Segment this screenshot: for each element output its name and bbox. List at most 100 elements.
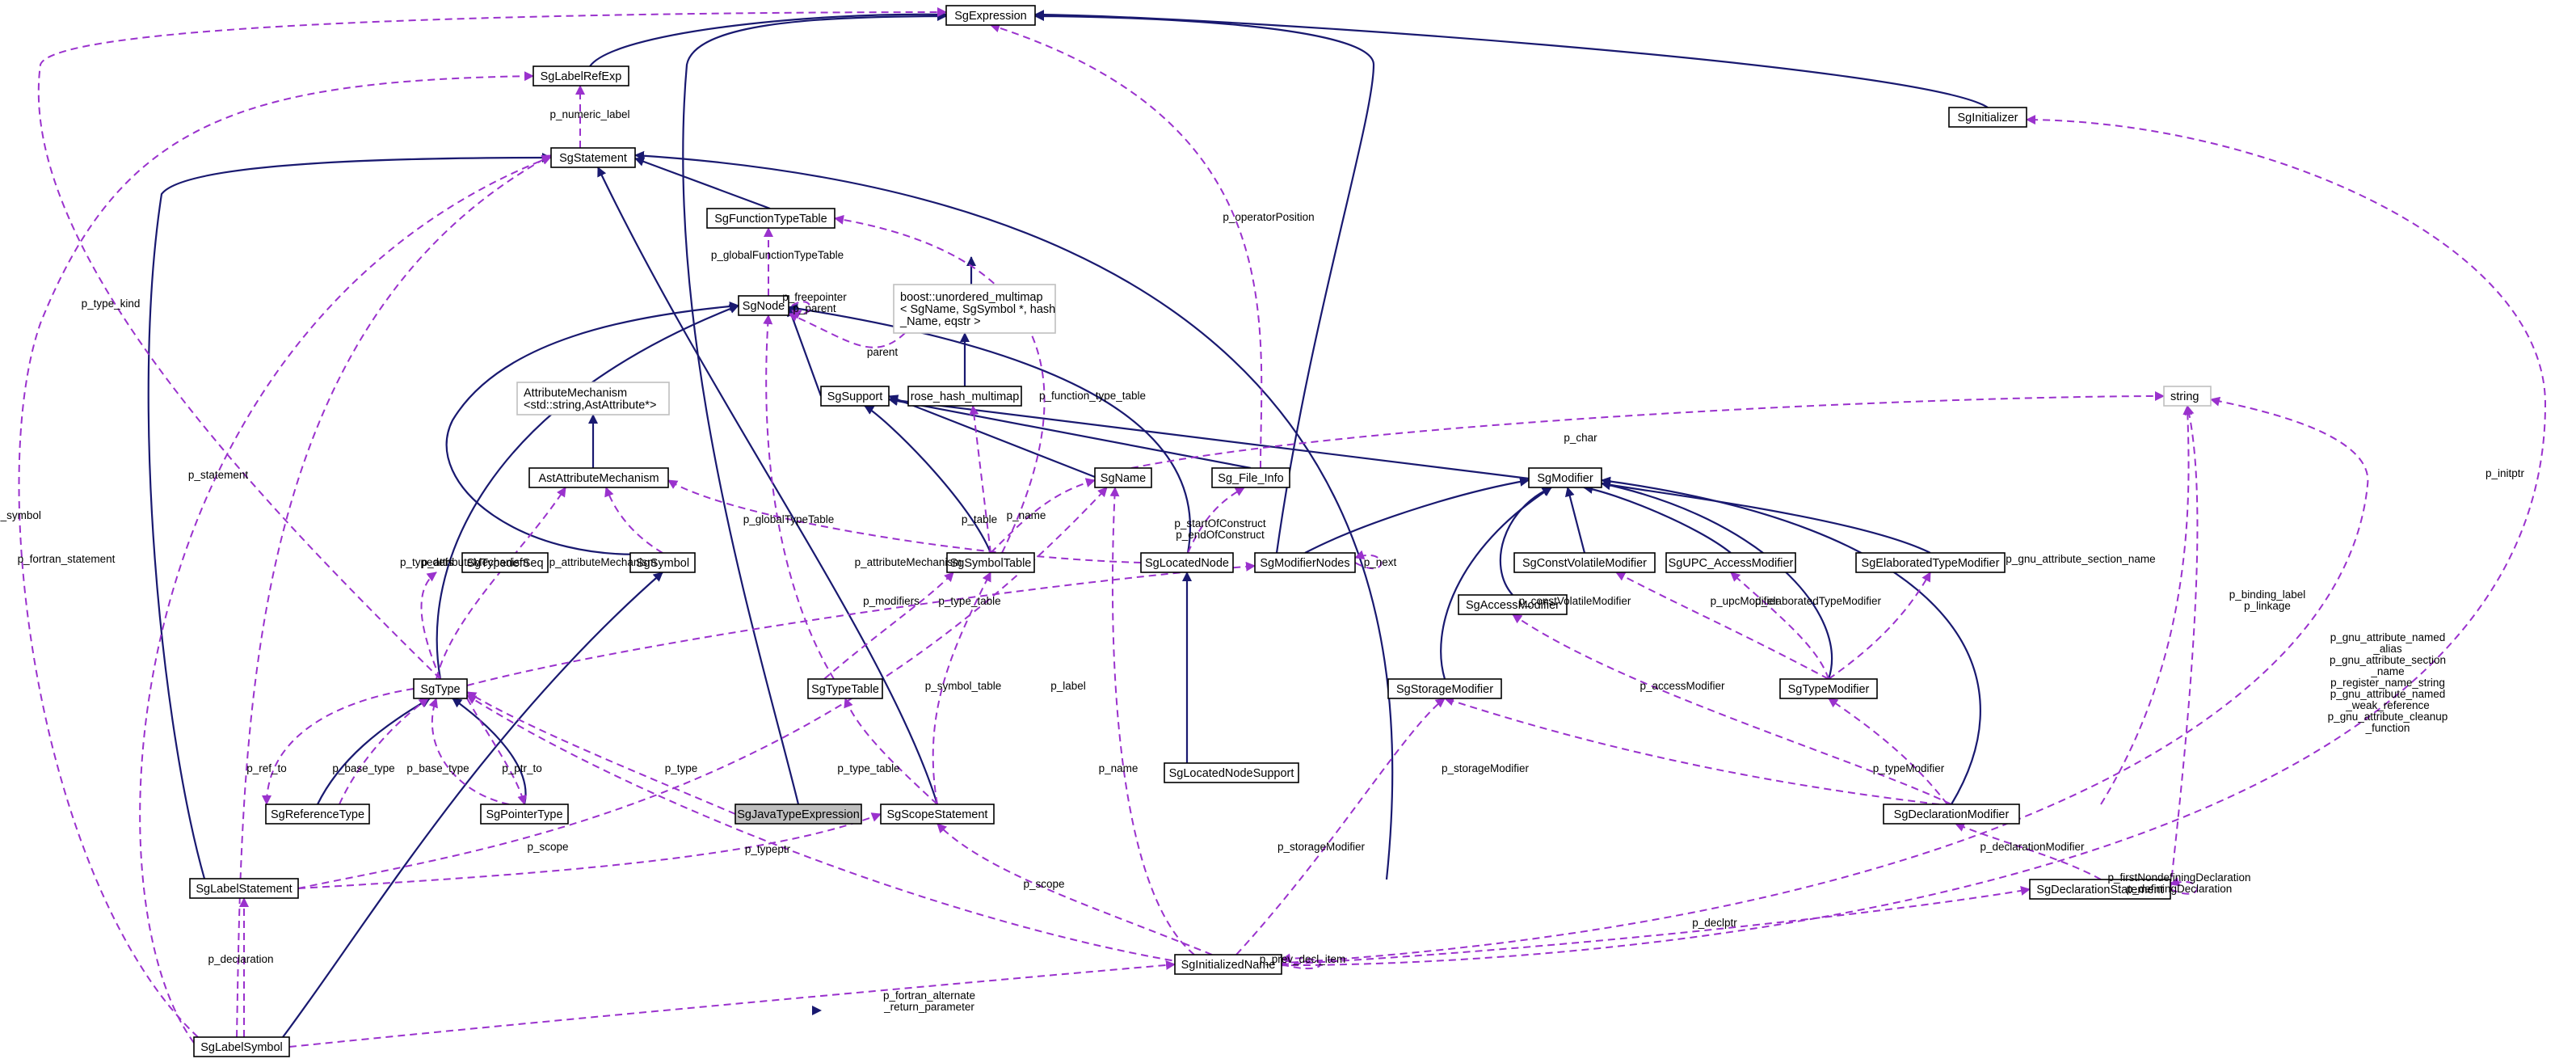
- edge-label-p-constvolatilemodifier: p_constVolatileModifier: [1519, 595, 1631, 607]
- node-box: [907, 386, 1022, 407]
- node-box: [1254, 552, 1356, 573]
- edge-label-p-fortran-statement: p_fortran_statement: [18, 553, 116, 565]
- node-label: SgSymbolTable: [950, 557, 1032, 570]
- class-node-sgtype[interactable]: SgType: [413, 678, 468, 699]
- class-node-sglabelsymbol[interactable]: SgLabelSymbol: [193, 1036, 290, 1057]
- edge-label-p-char: p_char: [1564, 432, 1597, 444]
- edge-label-p-declaration: p_declaration: [208, 953, 273, 965]
- node-label: SgFunctionTypeTable: [714, 213, 827, 226]
- class-node-sg-file-info[interactable]: Sg_File_Info: [1211, 467, 1290, 488]
- class-node-sgtypetable[interactable]: SgTypeTable: [807, 678, 883, 699]
- usage-edge-44: [969, 405, 991, 554]
- class-node-sgdeclarationmodifier[interactable]: SgDeclarationModifier: [1883, 804, 2020, 825]
- class-node-attributemechanism[interactable]: AttributeMechanism<std::string,AstAttrib…: [516, 382, 670, 415]
- node-box: [532, 65, 629, 86]
- class-node-sgstoragemodifier[interactable]: SgStorageModifier: [1387, 678, 1502, 699]
- node-label: SgReferenceType: [271, 808, 364, 821]
- inheritance-edge-8: [888, 394, 1096, 479]
- node-box: [516, 382, 670, 415]
- class-node-sgaccessmodifier[interactable]: SgAccessModifier: [1458, 594, 1568, 615]
- class-node-sgdeclarationstatement[interactable]: SgDeclarationStatement: [2029, 879, 2171, 900]
- usage-edge-75: [1444, 696, 1940, 805]
- class-node-sglocatednode[interactable]: SgLocatedNode: [1140, 552, 1234, 573]
- inheritance-edge-22: [436, 304, 739, 680]
- class-node-sginitializedname[interactable]: SgInitializedName: [1174, 954, 1282, 975]
- node-label: SgInitializedName: [1181, 959, 1276, 972]
- class-node-sglabelrefexp[interactable]: SgLabelRefExp: [532, 65, 629, 86]
- usage-edge-63: [1512, 614, 1952, 805]
- class-node-sglocatednodesupport[interactable]: SgLocatedNodeSupport: [1164, 762, 1299, 783]
- class-node-rose-hash-multimap[interactable]: rose_hash_multimap: [907, 386, 1022, 407]
- class-node-sgsymbol[interactable]: SgSymbol: [629, 552, 696, 573]
- node-box: [820, 386, 890, 407]
- node-label: SgAccessModifier: [1466, 599, 1559, 612]
- class-node-sgmodifier[interactable]: SgModifier: [1528, 467, 1602, 488]
- usage-edge-71: [1235, 698, 1446, 955]
- inheritance-edge-29: [282, 572, 663, 1038]
- inheritance-edge-14: [1304, 476, 1530, 554]
- edge-label-p-attributemechanism-3: p_attributeMechanism: [549, 556, 657, 568]
- class-node-sgjavatypeexpression[interactable]: SgJavaTypeExpression: [734, 804, 862, 825]
- node-label: SgTypedefSeq: [466, 557, 543, 570]
- node-box: [1513, 552, 1656, 573]
- class-node-sgtypemodifier[interactable]: SgTypeModifier: [1779, 678, 1878, 699]
- class-node-boost-multimap[interactable]: boost::unordered_multimap< SgName, SgSym…: [893, 284, 1056, 334]
- class-node-sglabelstatement[interactable]: SgLabelStatement: [189, 878, 299, 899]
- edge-label-p-modifiers: p_modifiers: [863, 595, 920, 607]
- node-box: [1883, 804, 2020, 825]
- edge-label-p-ptr-to: p_ptr_to: [502, 762, 542, 774]
- node-box: [1094, 467, 1152, 488]
- edge-label-p-attributemechanism-2: p_attributeMechanism: [422, 556, 529, 568]
- node-box: [629, 552, 696, 573]
- node-label: SgDeclarationModifier: [1894, 808, 2010, 821]
- edge-label-p-operatorposition: p_operatorPosition: [1223, 211, 1314, 223]
- class-node-sgreferencetype[interactable]: SgReferenceType: [265, 804, 370, 825]
- node-box: [1211, 467, 1290, 488]
- class-node-sgelaboratedtypemodifier[interactable]: SgElaboratedTypeModifier: [1855, 552, 2006, 573]
- class-node-sgstatement[interactable]: SgStatement: [550, 147, 636, 168]
- node-label: SgDeclarationStatement: [2036, 884, 2163, 896]
- edge-label-p-name-sym: p_name: [1007, 509, 1046, 521]
- node-label: SgName: [1101, 472, 1146, 485]
- usage-edge-55: [823, 572, 954, 680]
- node-label: SgType: [420, 683, 460, 696]
- node-label: SgElaboratedTypeModifier: [1862, 557, 2000, 570]
- inheritance-edge-30: [1034, 11, 1375, 554]
- node-label: SgLocatedNode: [1145, 557, 1229, 570]
- node-label: string: [2170, 390, 2199, 403]
- node-box: [1528, 467, 1602, 488]
- class-node-sgname[interactable]: SgName: [1094, 467, 1152, 488]
- class-node-sgsupport[interactable]: SgSupport: [820, 386, 890, 407]
- class-node-sgtypedefseq[interactable]: SgTypedefSeq: [461, 552, 549, 573]
- inheritance-edge-11: [864, 405, 992, 554]
- inheritance-edge-4: [787, 306, 823, 397]
- node-box: [413, 678, 468, 699]
- edge-label-p-name-init: p_name: [1099, 762, 1139, 774]
- inheritance-edge-27: [597, 167, 939, 805]
- class-node-sgnode[interactable]: SgNode: [738, 295, 789, 316]
- node-label: rose_hash_multimap: [911, 390, 1020, 403]
- class-node-string[interactable]: string: [2163, 386, 2212, 407]
- edge-label-p-declarationmodifier: p_declarationModifier: [1980, 841, 2085, 853]
- class-node-sgsymboltable[interactable]: SgSymbolTable: [946, 552, 1035, 573]
- class-node-sgfunctiontypetable[interactable]: SgFunctionTypeTable: [706, 208, 836, 229]
- node-box: [193, 1036, 290, 1057]
- edge-label-p-attributemechanism-1: p_attributeMechanism: [855, 556, 962, 568]
- class-node-sginitializer[interactable]: SgInitializer: [1948, 107, 2027, 128]
- node-label: AstAttributeMechanism: [538, 472, 659, 485]
- class-node-sgexpression[interactable]: SgExpression: [945, 5, 1036, 26]
- class-node-astattributemechanism[interactable]: AstAttributeMechanism: [528, 467, 669, 488]
- node-box: [461, 552, 549, 573]
- usage-edge-82: [288, 960, 1176, 1048]
- class-node-sgmodifiernodes[interactable]: SgModifierNodes: [1254, 552, 1356, 573]
- class-node-sgconstvolatilemodifier[interactable]: SgConstVolatileModifier: [1513, 552, 1656, 573]
- edge-label-p-initptr: p_initptr: [2486, 467, 2525, 479]
- class-node-sgscopestatement[interactable]: SgScopeStatement: [880, 804, 995, 825]
- class-node-sgupc-accessmodifier[interactable]: SgUPC_AccessModifier: [1665, 552, 1796, 573]
- usage-edge-65: [339, 698, 429, 805]
- node-box: [807, 678, 883, 699]
- edge-label-p-next: p_next: [1364, 556, 1397, 568]
- class-node-sgpointertype[interactable]: SgPointerType: [480, 804, 569, 825]
